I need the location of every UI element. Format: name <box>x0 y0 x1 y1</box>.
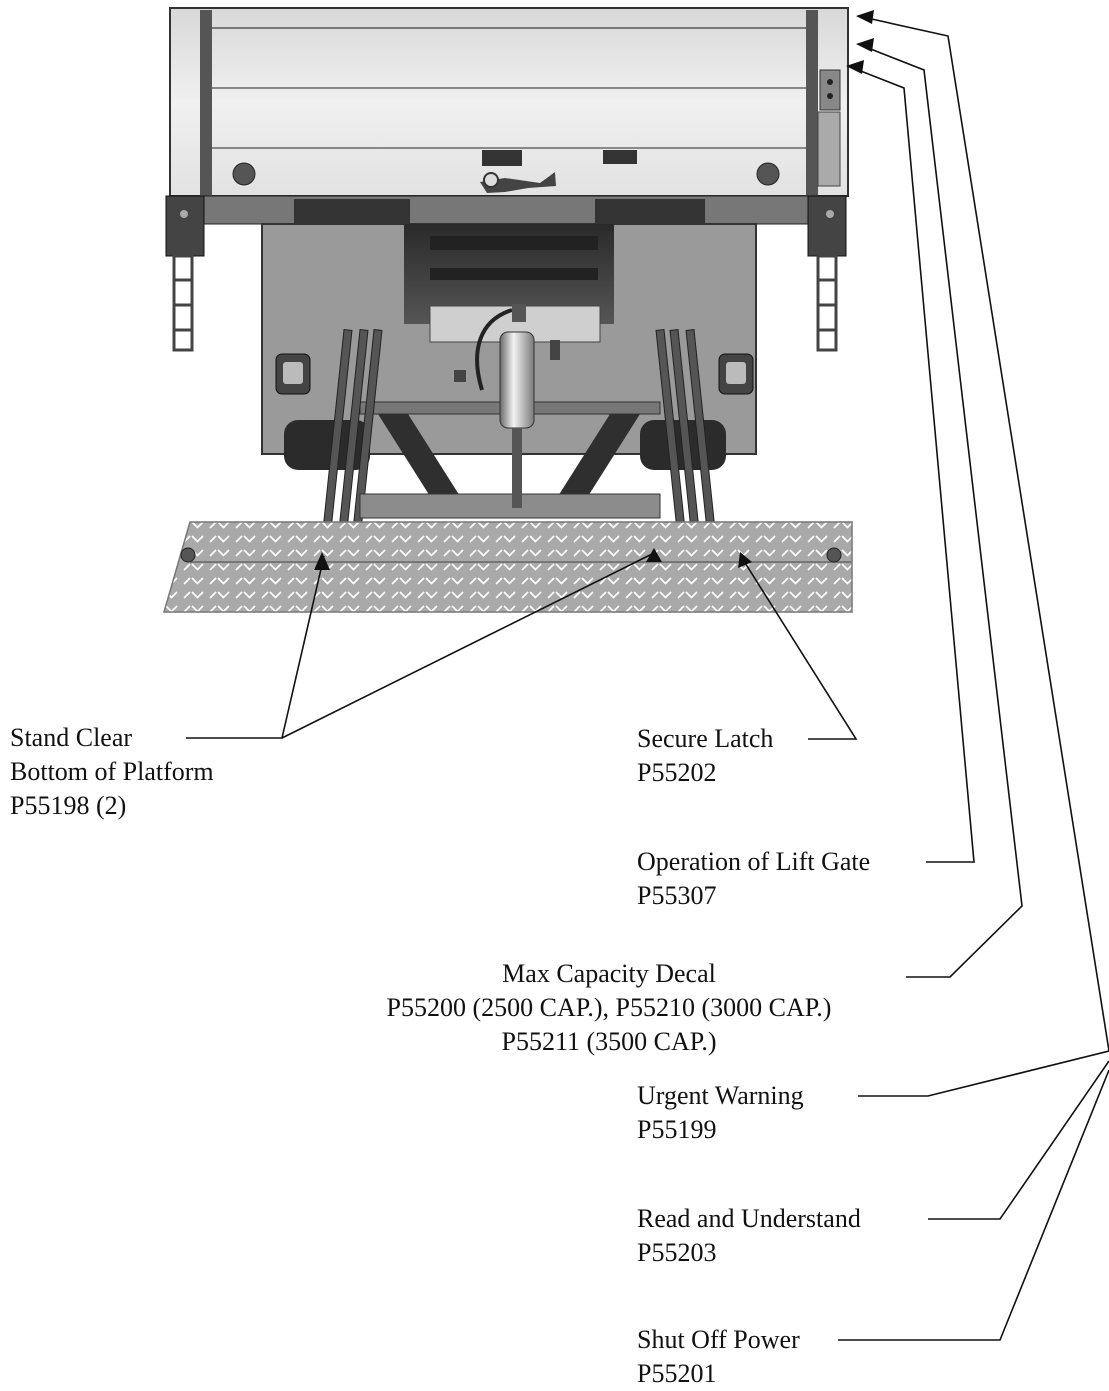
label-stand-clear: Stand Clear Bottom of Platform P55198 (2… <box>10 721 214 823</box>
leader-lines <box>186 15 1109 1341</box>
max-capacity-parts-2: P55211 (3500 CAP.) <box>501 1027 717 1056</box>
stand-clear-title: Stand Clear <box>10 723 133 752</box>
lift-mechanism <box>322 304 716 526</box>
leader-arrowheads <box>314 10 874 570</box>
max-capacity-parts-1: P55200 (2500 CAP.), P55210 (3000 CAP.) <box>386 993 832 1022</box>
label-urgent-warning: Urgent Warning P55199 <box>637 1079 804 1147</box>
label-read-understand: Read and Understand P55203 <box>637 1202 861 1270</box>
secure-latch-part: P55202 <box>637 758 717 787</box>
label-secure-latch: Secure Latch P55202 <box>637 722 773 790</box>
shut-off-power-title: Shut Off Power <box>637 1325 800 1354</box>
platform <box>163 521 853 613</box>
stand-clear-part: P55198 (2) <box>10 791 127 820</box>
read-understand-part: P55203 <box>637 1238 717 1267</box>
label-max-capacity: Max Capacity Decal P55200 (2500 CAP.), P… <box>314 957 904 1059</box>
read-understand-title: Read and Understand <box>637 1204 861 1233</box>
shut-off-power-part: P55201 <box>637 1359 717 1388</box>
secure-latch-title: Secure Latch <box>637 724 774 753</box>
label-operation-lift-gate: Operation of Lift Gate P55307 <box>637 845 870 913</box>
stand-clear-subtitle: Bottom of Platform <box>10 757 214 786</box>
max-capacity-title: Max Capacity Decal <box>502 959 716 988</box>
operation-title: Operation of Lift Gate <box>637 847 871 876</box>
urgent-warning-part: P55199 <box>637 1115 717 1144</box>
operation-part: P55307 <box>637 881 717 910</box>
label-shut-off-power: Shut Off Power P55201 <box>637 1323 800 1391</box>
urgent-warning-title: Urgent Warning <box>637 1081 804 1110</box>
